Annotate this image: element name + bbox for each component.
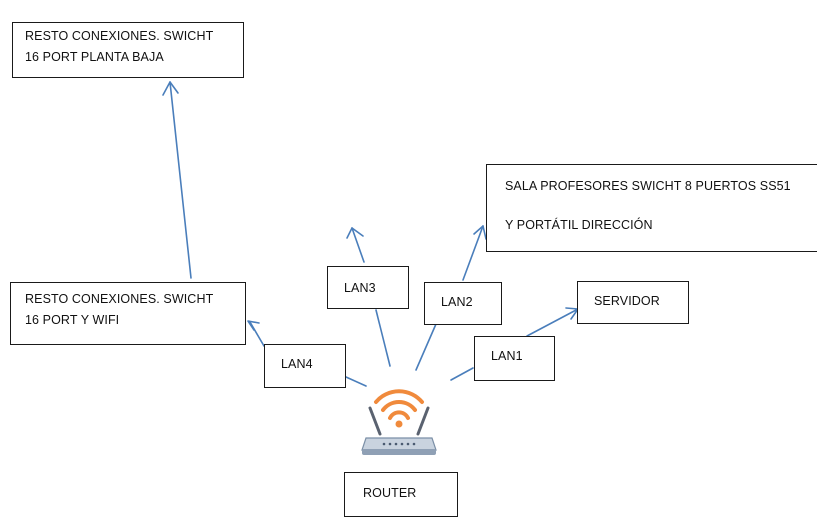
lan3-label: LAN3 xyxy=(344,281,376,295)
lan1-label: LAN1 xyxy=(491,349,523,363)
top-switch-box: RESTO CONEXIONES. SWICHT 16 PORT PLANTA … xyxy=(12,22,244,78)
left-switch-line2: 16 PORT Y WIFI xyxy=(25,313,120,327)
line-router-to-lan1 xyxy=(450,367,474,381)
lan4-box: LAN4 xyxy=(264,344,346,388)
sala-profesores-line1: SALA PROFESORES SWICHT 8 PUERTOS SS51 xyxy=(505,179,791,193)
arrowhead-sala xyxy=(473,225,487,240)
line-router-to-lan3 xyxy=(375,309,391,367)
arrow-lan3-up xyxy=(351,227,365,263)
servidor-label: SERVIDOR xyxy=(594,294,660,308)
arrow-lan4-to-left-switch xyxy=(249,321,265,347)
lan2-label: LAN2 xyxy=(441,295,473,309)
router-box: ROUTER xyxy=(344,472,458,517)
left-switch-box: RESTO CONEXIONES. SWICHT 16 PORT Y WIFI xyxy=(10,282,246,345)
router-label: ROUTER xyxy=(363,486,417,500)
arrow-lan2-to-sala xyxy=(462,225,484,281)
lan2-box: LAN2 xyxy=(424,282,502,325)
arrowhead-top-switch xyxy=(162,81,179,96)
sala-profesores-box: SALA PROFESORES SWICHT 8 PUERTOS SS51 Y … xyxy=(486,164,817,252)
router-icon xyxy=(361,389,437,455)
top-switch-line2: 16 PORT PLANTA BAJA xyxy=(25,50,164,64)
top-switch-line1: RESTO CONEXIONES. SWICHT xyxy=(25,29,214,43)
arrowhead-left-switch xyxy=(247,320,260,331)
arrow-left-switch-to-top-switch xyxy=(169,81,192,279)
servidor-box: SERVIDOR xyxy=(577,281,689,324)
arrowhead-lan3 xyxy=(346,227,364,239)
lan4-label: LAN4 xyxy=(281,357,313,371)
lan1-box: LAN1 xyxy=(474,336,555,381)
left-switch-line1: RESTO CONEXIONES. SWICHT xyxy=(25,292,214,306)
line-router-to-lan4 xyxy=(345,376,367,387)
line-router-to-lan2 xyxy=(415,323,437,371)
sala-profesores-line2: Y PORTÁTIL DIRECCIÓN xyxy=(505,218,653,232)
lan3-box: LAN3 xyxy=(327,266,409,309)
arrow-lan1-to-servidor xyxy=(526,308,579,337)
